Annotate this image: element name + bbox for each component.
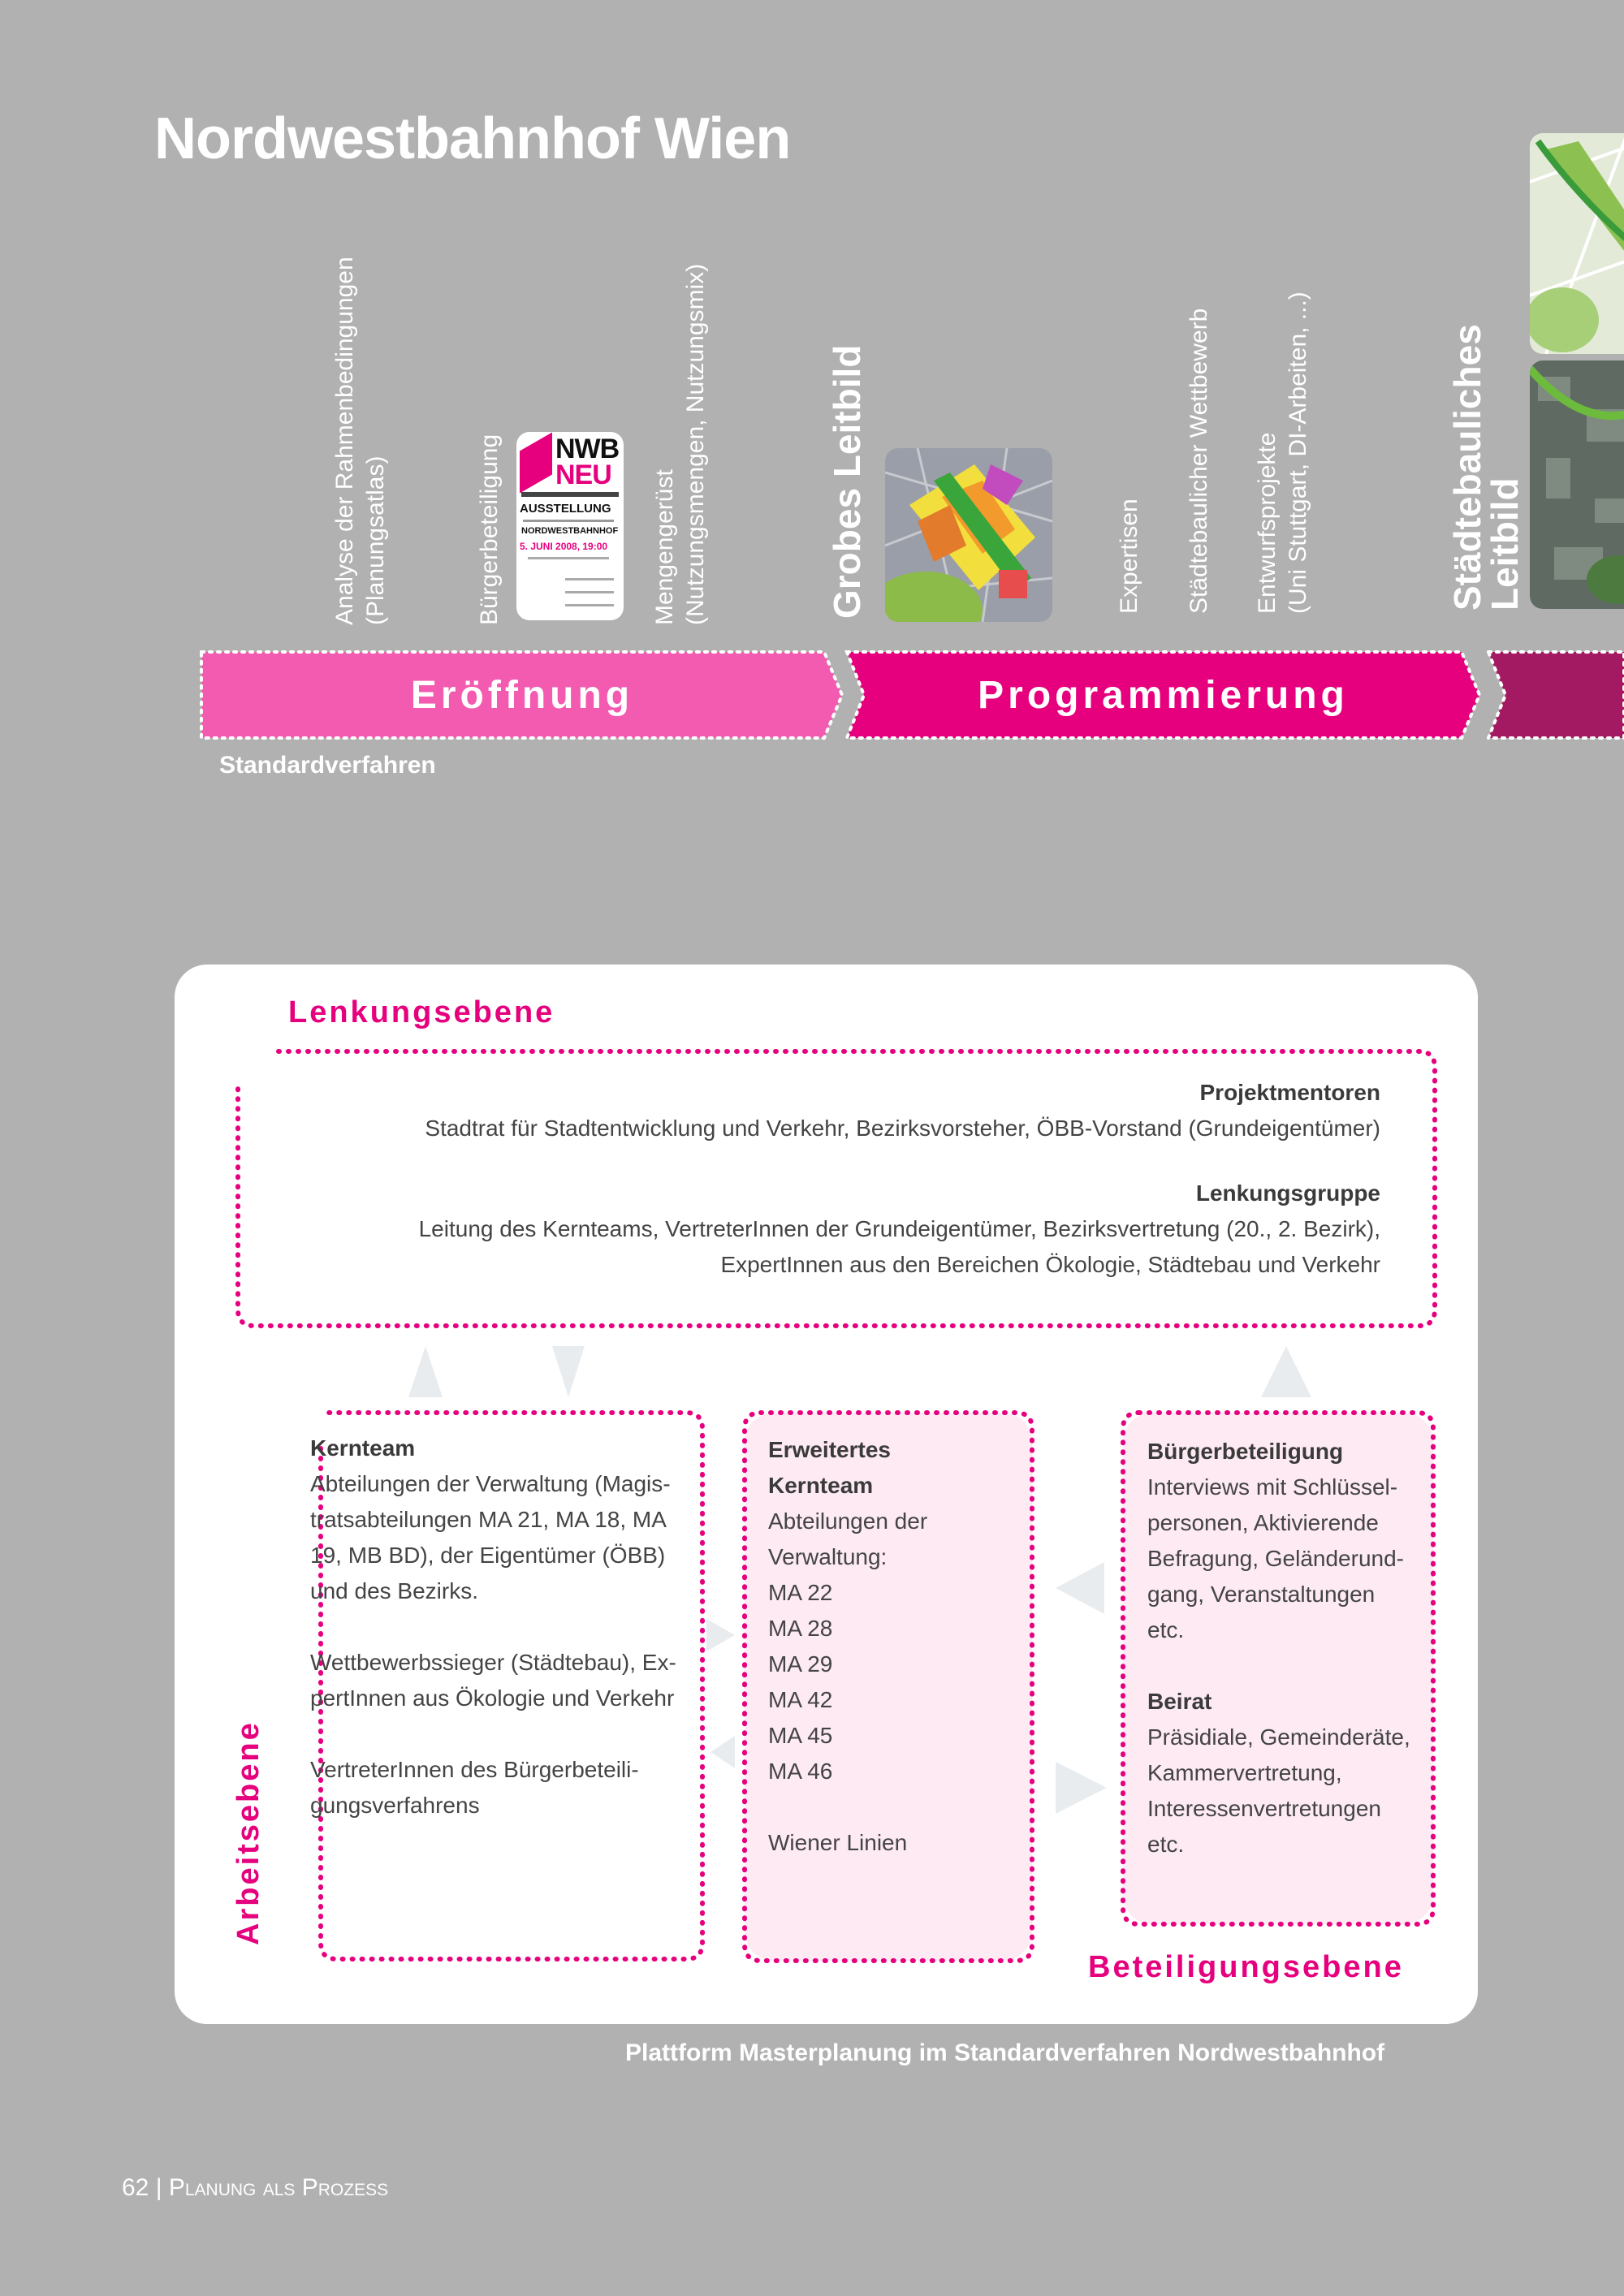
arrow-right-buerger: [1056, 1762, 1107, 1814]
kernteam-line: tratsabteilungen MA 21, MA 18, MA: [310, 1502, 692, 1538]
erweitertes-heading: Erweitertes: [768, 1437, 891, 1462]
erweitertes-line: MA 42: [768, 1682, 1020, 1718]
beirat-line: Kammervertretung,: [1147, 1755, 1427, 1791]
leitbild-aerial-image-bottom: [1530, 360, 1624, 609]
exhibition-poster-image: NWB NEU AUSSTELLUNG NORDWESTBAHNHOF 5. J…: [516, 432, 624, 620]
projektmentoren-text: Stadtrat für Stadtentwicklung und Verkeh…: [425, 1111, 1380, 1146]
arrow-left-buerger: [1056, 1562, 1104, 1614]
timeline-label-expertisen: Expertisen: [1114, 498, 1145, 614]
kernteam-line: und des Bezirks.: [310, 1573, 692, 1609]
timeline-label-staedtebauliches-leitbild: Städtebauliches Leitbild: [1449, 324, 1523, 611]
erweitertes-line: MA 46: [768, 1754, 1020, 1789]
phase-programmierung: Programmierung: [844, 650, 1482, 740]
page-number: 62: [122, 2174, 149, 2201]
phase-next: [1486, 650, 1624, 740]
arrow-left-kern: [710, 1736, 735, 1768]
lenkungsgruppe-block: Lenkungsgruppe Leitung des Kernteams, Ve…: [419, 1176, 1380, 1283]
kernteam-heading: Kernteam: [310, 1435, 415, 1461]
lenkungsgruppe-line: Leitung des Kernteams, VertreterInnen de…: [419, 1211, 1380, 1247]
erweitertes-line: Wiener Linien: [768, 1825, 1020, 1861]
poster-graphic: [520, 432, 552, 493]
figure-caption: Plattform Masterplanung im Standardverfa…: [625, 2039, 1384, 2067]
phase-eroeffnung-label: Eröffnung: [411, 673, 633, 718]
kernteam-line: pertInnen aus Ökologie und Verkehr: [310, 1681, 692, 1716]
section-title: Planung als Prozess: [169, 2174, 388, 2201]
timeline-label-mengengeruest: Mengengerüst (Nutzungsmengen, Nutzungsmi…: [650, 264, 710, 625]
page-footer: 62 | Planung als Prozess: [122, 2174, 388, 2202]
standardverfahren-label: Standardverfahren: [219, 752, 436, 779]
kernteam-line: gungsverfahrens: [310, 1788, 692, 1823]
arrow-up-right: [1261, 1346, 1311, 1397]
buergerbeteiligung-line: personen, Aktivierende: [1147, 1505, 1427, 1541]
kernteam-line: 19, MB BD), der Eigentümer (ÖBB): [310, 1538, 692, 1573]
buergerbeteiligung-heading: Bürgerbeteiligung: [1147, 1439, 1343, 1464]
kernteam-line: VertreterInnen des Bürgerbeteili-: [310, 1752, 692, 1788]
erweitertes-line: Abteilungen der: [768, 1504, 1020, 1539]
footer-separator: |: [156, 2174, 162, 2201]
arrow-down-left: [552, 1346, 585, 1397]
erweitertes-line: MA 22: [768, 1575, 1020, 1611]
arrow-right-kern: [706, 1619, 735, 1651]
kernteam-line: Wettbewerbssieger (Städtebau), Ex-: [310, 1645, 692, 1681]
kernteam-line: Abteilungen der Verwaltung (Magis-: [310, 1466, 692, 1502]
timeline-label-wettbewerb: Städtebaulicher Wettbewerb: [1184, 309, 1215, 614]
grobes-leitbild-map-image: [885, 448, 1052, 622]
beirat-line: etc.: [1147, 1827, 1427, 1862]
beteiligungsebene-heading: Beteiligungsebene: [1088, 1950, 1404, 1985]
timeline-label-entwurfsprojekte: Entwurfsprojekte (Uni Stuttgart, DI-Arbe…: [1252, 291, 1313, 614]
erweitertes-line: Verwaltung:: [768, 1539, 1020, 1575]
buergerbeteiligung-block: Bürgerbeteiligung Interviews mit Schlüss…: [1147, 1434, 1427, 1862]
buergerbeteiligung-line: etc.: [1147, 1612, 1427, 1648]
erweitertes-line: MA 29: [768, 1646, 1020, 1682]
beirat-line: Interessenvertretungen: [1147, 1791, 1427, 1827]
arbeitsebene-heading: Arbeitsebene: [231, 1720, 266, 1945]
erweitertes-kernteam-block: Erweitertes Kernteam Abteilungen der Ver…: [768, 1432, 1020, 1861]
erweitertes-line: MA 28: [768, 1611, 1020, 1646]
masterplanung-diagram: Lenkungsebene Arbeitsebene Beteiligungse…: [175, 965, 1478, 2024]
buergerbeteiligung-line: gang, Veranstaltungen: [1147, 1577, 1427, 1612]
timeline-label-buergerbeteiligung: Bürgerbeteiligung: [474, 434, 505, 625]
erweitertes-line: MA 45: [768, 1718, 1020, 1754]
phase-eroeffnung: Eröffnung: [199, 650, 845, 740]
projektmentoren-block: Projektmentoren Stadtrat für Stadtentwic…: [425, 1075, 1380, 1146]
kernteam-block: Kernteam Abteilungen der Verwaltung (Mag…: [310, 1431, 692, 1823]
lenkungsgruppe-heading: Lenkungsgruppe: [1196, 1180, 1380, 1206]
buergerbeteiligung-line: Interviews mit Schlüssel-: [1147, 1470, 1427, 1505]
timeline-label-analyse: Analyse der Rahmenbedingungen (Planungsa…: [330, 257, 391, 625]
lenkungsgruppe-line: ExpertInnen aus den Bereichen Ökologie, …: [419, 1247, 1380, 1283]
projektmentoren-heading: Projektmentoren: [1200, 1080, 1381, 1105]
beirat-heading: Beirat: [1147, 1689, 1212, 1714]
phase-programmierung-label: Programmierung: [978, 673, 1349, 718]
buergerbeteiligung-line: Befragung, Geländerund-: [1147, 1541, 1427, 1577]
lenkungsebene-heading: Lenkungsebene: [288, 995, 555, 1030]
erweitertes-heading: Kernteam: [768, 1473, 873, 1498]
leitbild-plan-image-top: [1530, 133, 1624, 354]
arrow-up-left: [408, 1346, 443, 1397]
page-title: Nordwestbahnhof Wien: [154, 106, 790, 172]
beirat-line: Präsidiale, Gemeinderäte,: [1147, 1720, 1427, 1755]
timeline-label-grobes-leitbild: Grobes Leitbild: [828, 345, 866, 619]
